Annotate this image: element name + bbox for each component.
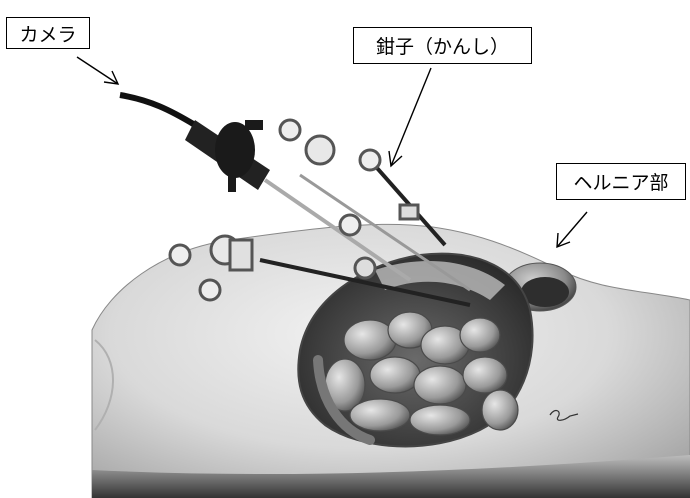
intestines [325, 312, 518, 435]
camera-label-text: カメラ [19, 20, 76, 47]
forceps-label: 鉗子（かんし） [353, 27, 532, 64]
forceps-label-text: 鉗子（かんし） [376, 32, 509, 59]
hernia-label-text: ヘルニア部 [573, 168, 668, 195]
camera-label: カメラ [6, 17, 90, 49]
camera-body [215, 122, 255, 178]
hernia-label: ヘルニア部 [556, 163, 686, 200]
camera-cable [120, 95, 195, 125]
